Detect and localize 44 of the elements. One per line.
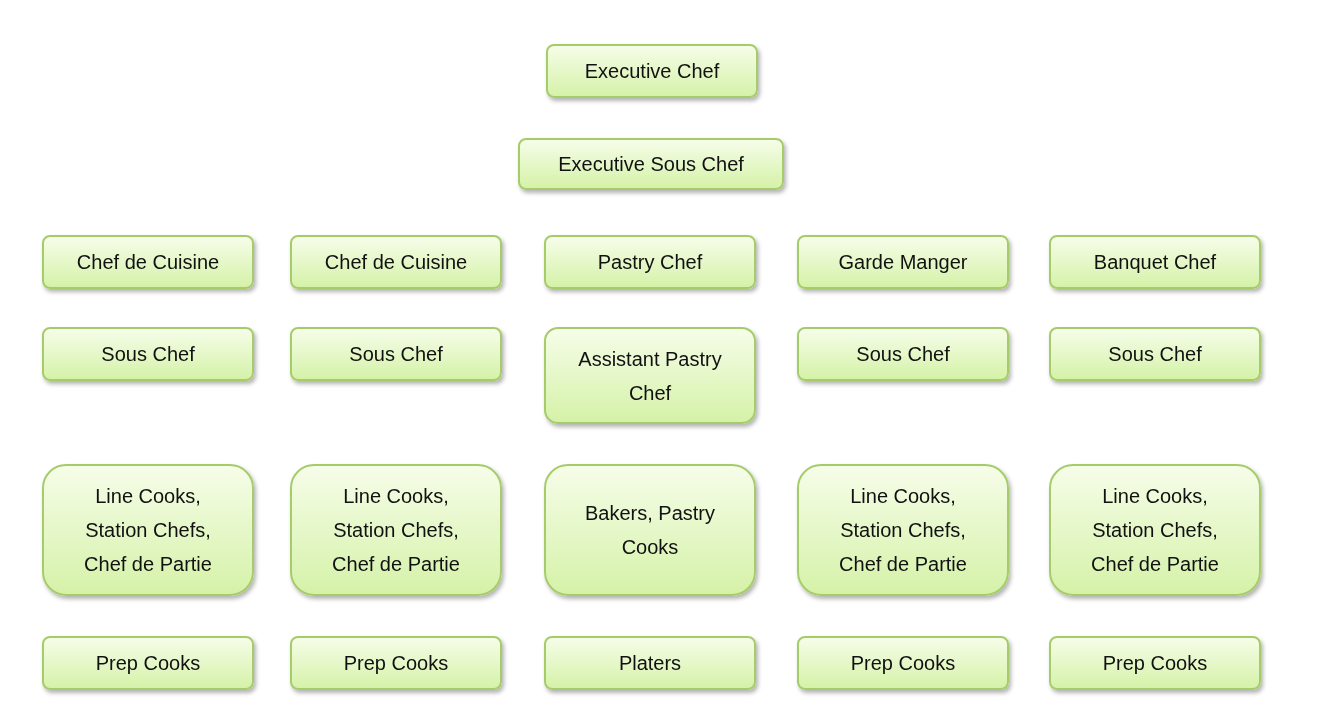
role-box [797, 235, 1009, 289]
role-title: Prep Cooks [343, 651, 449, 676]
role-box [290, 235, 502, 289]
role-box [42, 636, 254, 690]
role-title: Prep Cooks [1102, 651, 1208, 676]
role-box [544, 464, 756, 596]
role-title: Banquet Chef [1093, 250, 1217, 275]
role-box [290, 636, 502, 690]
role-box [1049, 636, 1261, 690]
role-box [546, 44, 758, 98]
role-title: Garde Manger [838, 250, 968, 275]
role-title: Sous Chef [101, 342, 195, 367]
role-box [290, 464, 502, 596]
role-title: Line Cooks, Station Chefs, Chef de Partie [331, 484, 461, 577]
role-title: Sous Chef [1108, 342, 1202, 367]
role-box [797, 327, 1009, 381]
role-title: Executive Sous Chef [558, 152, 744, 177]
role-title: Executive Chef [584, 59, 720, 84]
role-box [544, 636, 756, 690]
role-box [544, 235, 756, 289]
role-title: Assistant Pastry Chef [577, 346, 723, 406]
role-box [518, 138, 784, 190]
role-box [797, 636, 1009, 690]
role-title: Chef de Cuisine [324, 250, 468, 275]
role-title: Bakers, Pastry Cooks [583, 501, 716, 560]
role-title: Line Cooks, Station Chefs, Chef de Partie [838, 484, 968, 577]
role-box [544, 327, 756, 424]
role-box [42, 464, 254, 596]
role-title: Pastry Chef [597, 250, 703, 275]
role-box [1049, 464, 1261, 596]
role-title: Platers [618, 651, 682, 676]
role-title: Prep Cooks [850, 651, 956, 676]
role-title: Line Cooks, Station Chefs, Chef de Partie [83, 484, 213, 577]
role-box [42, 235, 254, 289]
role-box [1049, 235, 1261, 289]
role-box [797, 464, 1009, 596]
role-title: Prep Cooks [95, 651, 201, 676]
role-title: Sous Chef [349, 342, 443, 367]
role-title: Line Cooks, Station Chefs, Chef de Partie [1090, 484, 1220, 577]
role-box [42, 327, 254, 381]
role-box [290, 327, 502, 381]
role-box [1049, 327, 1261, 381]
role-title: Chef de Cuisine [76, 250, 220, 275]
role-title: Sous Chef [856, 342, 950, 367]
